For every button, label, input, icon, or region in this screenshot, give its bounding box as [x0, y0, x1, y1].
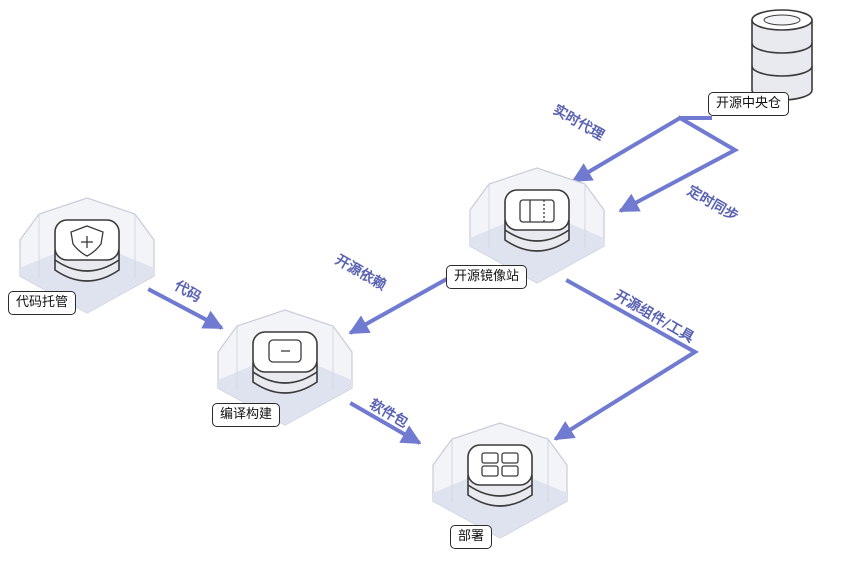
arrow-package — [349, 401, 422, 445]
arrow-code — [147, 287, 224, 330]
label-mirror-site: 开源镜像站 — [446, 265, 528, 289]
label-central-repo: 开源中央仓 — [708, 92, 790, 116]
label-build: 编译构建 — [212, 403, 281, 427]
node-mirror-site — [469, 167, 605, 284]
shield-icon — [70, 225, 104, 257]
node-code-hosting — [19, 197, 155, 314]
arrows — [147, 115, 740, 445]
label-deploy: 部署 — [450, 525, 493, 549]
node-block — [504, 189, 570, 252]
database-icon — [751, 9, 813, 101]
terminal-icon — [268, 339, 302, 363]
node-build — [217, 309, 353, 426]
document-icon — [519, 199, 555, 223]
grid-icon — [481, 452, 519, 477]
arrow-open-source-deps — [348, 277, 448, 335]
node-deploy — [432, 422, 568, 539]
node-block — [467, 444, 533, 507]
node-block — [54, 219, 120, 282]
label-code-hosting: 代码托管 — [8, 291, 77, 315]
arrow-scheduled-sync — [618, 115, 740, 213]
arrow-components-tools — [553, 278, 699, 441]
